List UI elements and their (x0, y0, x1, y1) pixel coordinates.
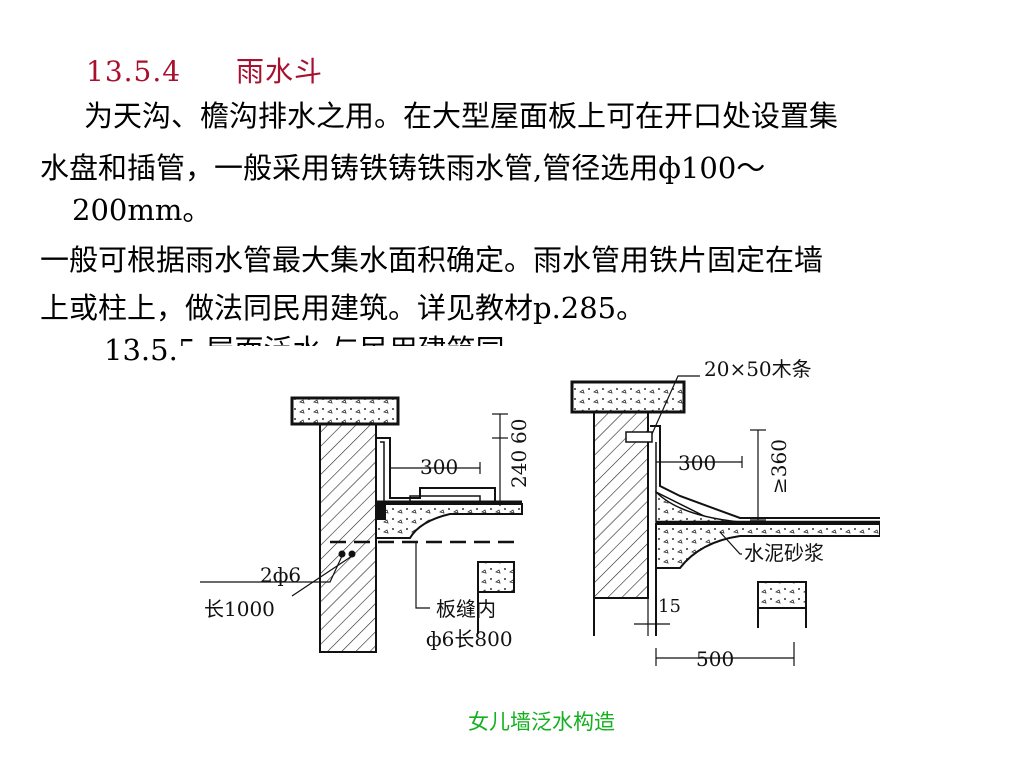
figure-caption: 女儿墙泛水构造 (468, 710, 615, 734)
left-dim-240: 240 (507, 450, 531, 488)
right-dim-500: 500 (696, 647, 734, 671)
body-line-1: 为天沟、檐沟排水之用。在大型屋面板上可在开口处设置集 (84, 99, 839, 133)
right-mortar-label: 水泥砂浆 (744, 541, 824, 565)
right-coping (570, 380, 686, 414)
left-length-label: 长1000 (204, 597, 275, 621)
right-dim-300: 300 (678, 451, 716, 475)
body-line-2: 水盘和插管，一般采用铸铁铸铁雨水管,管径选用ф100～ (40, 151, 766, 185)
section-title: 雨水斗 (236, 55, 324, 88)
left-dim-60: 60 (507, 419, 531, 444)
left-dim-300: 300 (420, 455, 458, 479)
section-heading: 13.5.4 雨水斗 (86, 50, 323, 90)
left-note-line1: 板缝内 (436, 597, 496, 621)
left-note-line2: ф6长800 (426, 627, 513, 651)
body-line-3: 200mm。 (72, 193, 212, 227)
parapet-flashing-drawing: 300 240 60 2ф6 长1000 板缝内 ф6长800 (180, 346, 880, 686)
left-parapet-wall (319, 423, 377, 653)
right-detail: 20×50木条 300 ≥360 水泥砂浆 15 500 (570, 357, 880, 671)
right-parapet-wall (593, 411, 649, 599)
left-coping (290, 396, 400, 426)
right-wood-strip-label: 20×50木条 (704, 357, 812, 381)
body-line-4: 一般可根据雨水管最大集水面积确定。雨水管用铁片固定在墙 (40, 243, 824, 277)
left-rebar-label: 2ф6 (260, 563, 301, 587)
right-dim-360: ≥360 (767, 439, 791, 494)
body-line-5: 上或柱上，做法同民用建筑。详见教材p.285。 (40, 291, 646, 325)
left-detail: 300 240 60 2ф6 长1000 板缝内 ф6长800 (200, 396, 531, 653)
section-number: 13.5.4 (86, 55, 182, 88)
right-dim-15: 15 (658, 596, 681, 617)
